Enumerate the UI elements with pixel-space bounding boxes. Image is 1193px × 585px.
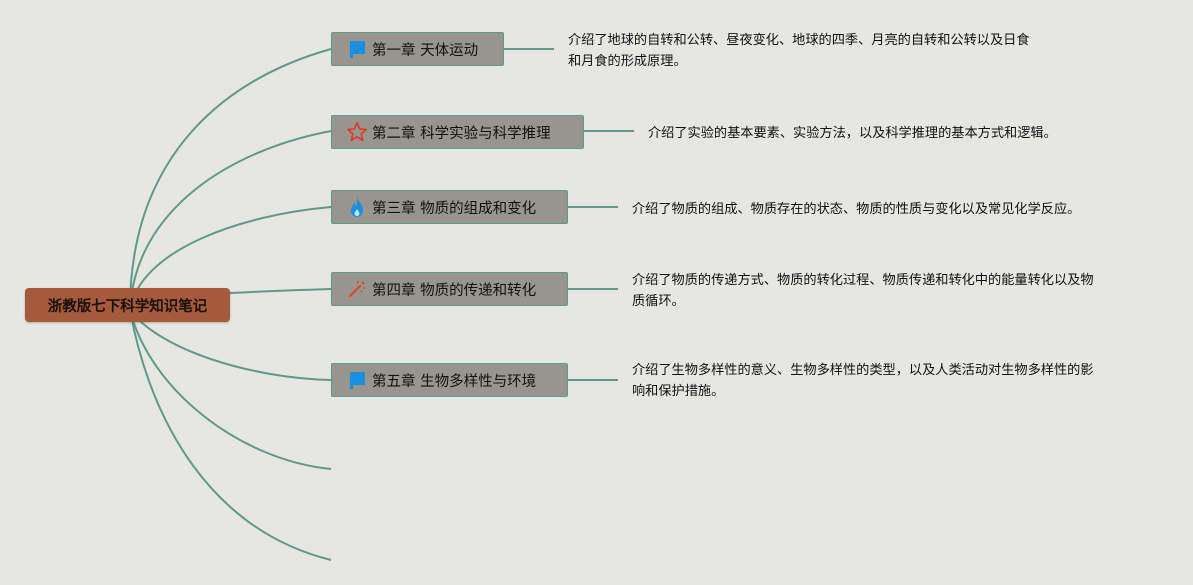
chapter-5-desc-line-1: 介绍了生物多样性的意义、生物多样性的类型，以及人类活动对生物多样性的影 bbox=[632, 363, 1094, 378]
chapter-4-title: 第四章 物质的传递和转化 bbox=[372, 282, 537, 299]
connector-chapter-5 bbox=[129, 309, 332, 381]
star-icon bbox=[346, 121, 368, 143]
chapter-1-topic[interactable]: 第一章 天体运动 bbox=[331, 32, 504, 66]
chapter-2-description: 介绍了实验的基本要素、实验方法，以及科学推理的基本方式和逻辑。 bbox=[648, 123, 1057, 144]
chapter-5-topic[interactable]: 第五章 生物多样性与环境 bbox=[331, 363, 568, 397]
chapter-3-topic[interactable]: 第三章 物质的组成和变化 bbox=[331, 190, 568, 224]
fire-icon bbox=[346, 196, 368, 218]
chapter-2-topic[interactable]: 第二章 科学实验与科学推理 bbox=[331, 115, 584, 149]
connector-empty-1 bbox=[129, 309, 332, 470]
connector-chapter-4 bbox=[229, 288, 332, 294]
flag-icon bbox=[346, 38, 368, 60]
chapter-5-description: 介绍了生物多样性的意义、生物多样性的类型，以及人类活动对生物多样性的影 响和保护… bbox=[632, 360, 1094, 402]
chapter-2-desc-line-1: 介绍了实验的基本要素、实验方法，以及科学推理的基本方式和逻辑。 bbox=[648, 126, 1057, 141]
chapter-4-desc-line-2: 质循环。 bbox=[632, 294, 685, 309]
flag-icon bbox=[346, 369, 368, 391]
chapter-4-topic[interactable]: 第四章 物质的传递和转化 bbox=[331, 272, 568, 306]
root-topic[interactable]: 浙教版七下科学知识笔记 bbox=[25, 288, 230, 322]
chapter-1-title: 第一章 天体运动 bbox=[372, 42, 479, 59]
magic-wand-icon bbox=[346, 278, 368, 300]
chapter-1-desc-line-2: 和月食的形成原理。 bbox=[568, 54, 687, 69]
connector-chapter-1 bbox=[129, 48, 332, 311]
chapter-1-description: 介绍了地球的自转和公转、昼夜变化、地球的四季、月亮的自转和公转以及日食 和月食的… bbox=[568, 30, 1030, 72]
chapter-4-description: 介绍了物质的传递方式、物质的转化过程、物质传递和转化中的能量转化以及物 质循环。 bbox=[632, 270, 1094, 312]
chapter-5-title: 第五章 生物多样性与环境 bbox=[372, 373, 537, 390]
chapter-2-title: 第二章 科学实验与科学推理 bbox=[372, 125, 551, 142]
chapter-3-desc-line-1: 介绍了物质的组成、物质存在的状态、物质的性质与变化以及常见化学反应。 bbox=[632, 202, 1081, 217]
connector-empty-2 bbox=[129, 309, 332, 561]
chapter-5-desc-line-2: 响和保护措施。 bbox=[632, 384, 725, 399]
chapter-1-desc-line-1: 介绍了地球的自转和公转、昼夜变化、地球的四季、月亮的自转和公转以及日食 bbox=[568, 33, 1030, 48]
connector-chapter-2 bbox=[129, 130, 332, 311]
chapter-4-desc-line-1: 介绍了物质的传递方式、物质的转化过程、物质传递和转化中的能量转化以及物 bbox=[632, 273, 1094, 288]
chapter-3-title: 第三章 物质的组成和变化 bbox=[372, 200, 537, 217]
chapter-3-description: 介绍了物质的组成、物质存在的状态、物质的性质与变化以及常见化学反应。 bbox=[632, 199, 1080, 220]
